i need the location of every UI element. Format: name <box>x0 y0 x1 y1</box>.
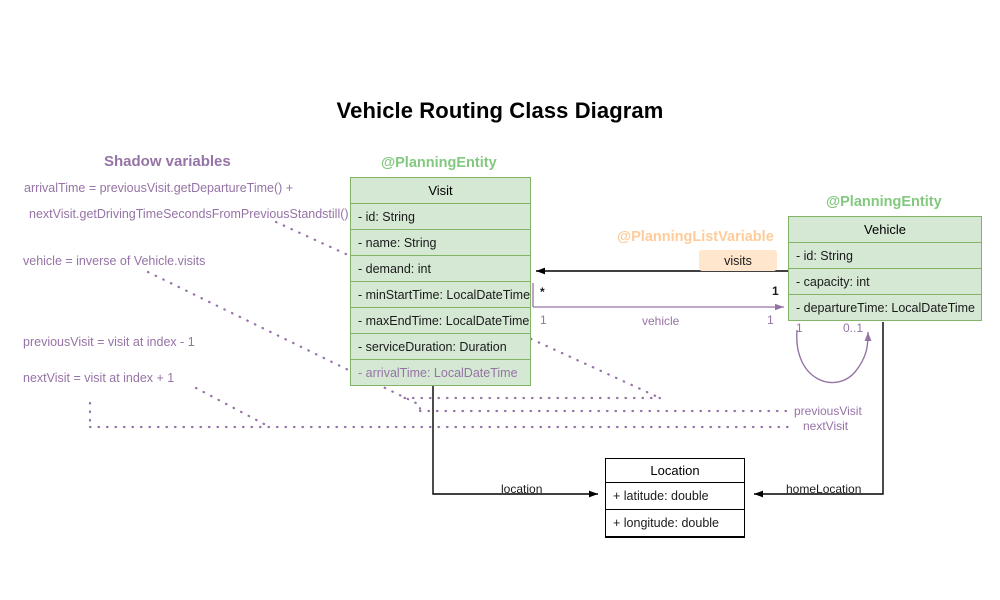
class-attribute: - departureTime: LocalDateTime <box>796 301 976 315</box>
edge-self-loop <box>796 329 872 384</box>
edge-label-location: location <box>501 482 543 496</box>
class-box-visit[interactable]: Visit - id: String - name: String - dema… <box>350 177 531 386</box>
edge-multiplicity-self-loop-source: 1 <box>796 321 803 335</box>
class-name-visit: Visit <box>351 178 530 204</box>
edge-multiplicity-visits-source: 1 <box>772 284 779 298</box>
class-attribute: - serviceDuration: Duration <box>351 334 530 360</box>
class-box-vehicle[interactable]: Vehicle - id: String - capacity: int - d… <box>788 216 982 321</box>
edge-multiplicity-visits-target: * <box>540 285 545 299</box>
edge-shadow-nextvisit <box>194 386 266 426</box>
edge-multiplicity-self-loop-target: 0..1 <box>843 321 864 335</box>
edge-label-previous-visit: previousVisit <box>794 404 862 418</box>
edge-location <box>432 386 598 498</box>
edge-shadow-previousvisit <box>88 401 792 429</box>
edge-label-next-visit: nextVisit <box>803 419 849 433</box>
class-name-location: Location <box>606 459 744 483</box>
class-attribute: + longitude: double <box>606 510 744 537</box>
class-name-vehicle: Vehicle <box>789 217 981 243</box>
class-attribute: - id: String <box>789 243 981 269</box>
note-vehicle-inverse: vehicle = inverse of Vehicle.visits <box>23 254 206 268</box>
class-shadow-attribute: - arrivalTime: LocalDateTime <box>358 366 518 380</box>
class-attribute: - capacity: int <box>789 269 981 295</box>
class-attribute: - maxEndTime: LocalDateTime <box>351 308 530 334</box>
stereotype-visits-list-variable: @PlanningListVariable <box>617 229 774 245</box>
shadow-variables-heading: Shadow variables <box>104 153 231 170</box>
edge-badge-visits: visits <box>699 250 777 271</box>
edge-label-home-location: homeLocation <box>786 482 862 496</box>
note-next-visit: nextVisit = visit at index + 1 <box>23 371 175 385</box>
edge-multiplicity-vehicle-source: 1 <box>540 313 547 327</box>
note-arrival-time-line2: nextVisit.getDrivingTimeSecondsFromPrevi… <box>29 207 349 221</box>
stereotype-vehicle-planning-entity: @PlanningEntity <box>826 194 942 210</box>
note-previous-visit: previousVisit = visit at index - 1 <box>23 335 195 349</box>
class-attribute: + latitude: double <box>606 483 744 510</box>
class-attribute: - id: String <box>351 204 530 230</box>
class-attribute: - name: String <box>351 230 530 256</box>
class-attribute: - minStartTime: LocalDateTime <box>351 282 530 308</box>
class-box-location[interactable]: Location + latitude: double + longitude:… <box>605 458 745 538</box>
stereotype-visit-planning-entity: @PlanningEntity <box>381 155 497 171</box>
edge-multiplicity-vehicle-target: 1 <box>767 313 774 327</box>
edge-label-vehicle: vehicle <box>642 314 680 328</box>
note-arrival-time-line1: arrivalTime = previousVisit.getDeparture… <box>24 181 294 195</box>
page-title: Vehicle Routing Class Diagram <box>336 98 664 123</box>
class-attribute: - demand: int <box>351 256 530 282</box>
edge-vehicle <box>532 283 784 311</box>
